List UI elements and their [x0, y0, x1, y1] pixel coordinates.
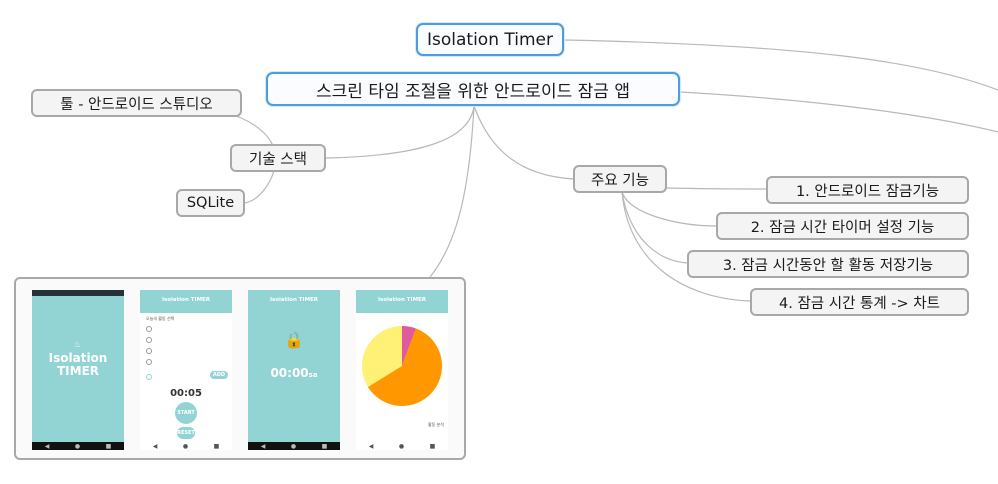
app-screenshots-image[interactable]: ♨ Isolation TIMER ◀●■ Isolation TIMER 오늘… [14, 277, 466, 460]
app-header: Isolation TIMER [140, 296, 232, 313]
radio-option [146, 374, 152, 380]
nav-bar: ◀●■ [356, 442, 448, 450]
stats-screen: Isolation TIMER 활동 분석 ◀●■ [356, 290, 448, 450]
app-icon: ♨ [74, 340, 82, 349]
pie-chart [362, 325, 443, 406]
activity-select-screen: Isolation TIMER 오늘의 활동 선택 ADD 00:05 STAR… [140, 290, 232, 450]
lock-timer: 00:00sa [248, 366, 340, 380]
radio-option [146, 359, 152, 365]
lock-icon: 🔒 [284, 330, 304, 349]
radio-option [146, 348, 152, 354]
status-bar [32, 290, 124, 296]
tech-tool-node[interactable]: 툴 - 안드로이드 스튜디오 [31, 89, 242, 117]
lock-timer-unit: sa [308, 371, 318, 379]
pie-slice-orange [368, 328, 443, 406]
timer-display: 00:05 [170, 388, 202, 399]
nav-bar: ◀●■ [140, 442, 232, 450]
root-topic-isolation-timer[interactable]: Isolation Timer [416, 23, 564, 56]
lock-screen: Isolation TIMER 🔒 00:00sa ◀●■ [248, 290, 340, 450]
nav-bar: ◀●■ [248, 442, 340, 450]
lock-timer-value: 00:00 [270, 366, 309, 380]
start-button: START [175, 402, 197, 424]
add-button: ADD [210, 371, 228, 379]
select-heading: 오늘의 활동 선택 [146, 316, 175, 321]
radio-option [146, 326, 152, 332]
radio-option [146, 337, 152, 343]
status-bar [356, 290, 448, 296]
central-topic[interactable]: 스크린 타임 조절을 위한 안드로이드 잠금 앱 [266, 72, 680, 106]
reset-button: RESET [177, 427, 195, 439]
tech-sqlite-node[interactable]: SQLite [176, 189, 245, 217]
feature-1-node[interactable]: 1. 안드로이드 잠금기능 [766, 176, 969, 204]
nav-bar: ◀●■ [32, 442, 124, 450]
splash-logo: Isolation TIMER [48, 351, 108, 378]
pie-slice-pink [402, 325, 416, 366]
status-bar [248, 290, 340, 296]
features-node[interactable]: 주요 기능 [573, 165, 667, 193]
feature-4-node[interactable]: 4. 잠금 시간 통계 -> 차트 [750, 288, 969, 316]
app-header: Isolation TIMER [248, 296, 340, 313]
feature-2-node[interactable]: 2. 잠금 시간 타이머 설정 기능 [716, 212, 969, 240]
tech-stack-node[interactable]: 기술 스택 [230, 144, 326, 172]
stats-footer: 활동 분석 [428, 422, 444, 427]
status-bar [140, 290, 232, 296]
feature-3-node[interactable]: 3. 잠금 시간동안 할 활동 저장기능 [687, 250, 969, 278]
splash-screen: ♨ Isolation TIMER ◀●■ [32, 290, 124, 450]
app-header: Isolation TIMER [356, 296, 448, 313]
